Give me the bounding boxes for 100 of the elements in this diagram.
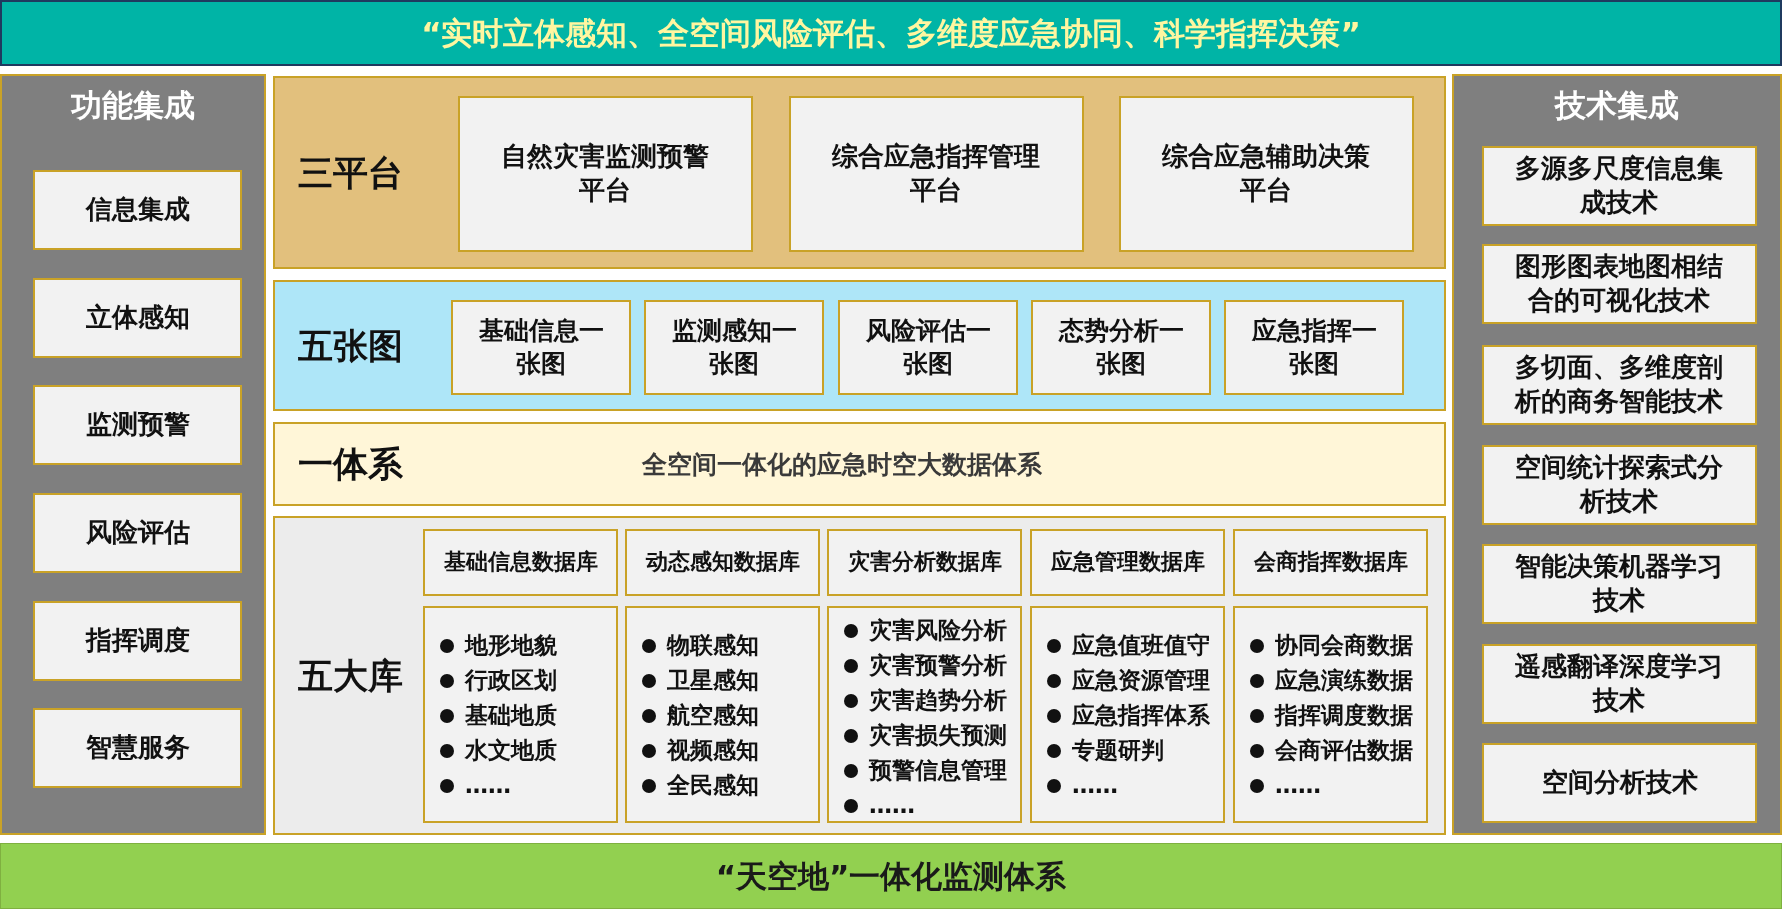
list-item: 水文地质: [439, 733, 557, 768]
list-box: [1030, 606, 1225, 823]
list-item: 地形地貌: [439, 628, 557, 663]
list-box: [1233, 606, 1428, 823]
box-label: 多源多尺度信息集成技术: [1514, 152, 1725, 219]
map-box: [1031, 300, 1211, 395]
panel-title: 技术集成: [1553, 86, 1680, 125]
box-label: 遥感翻译深度学习技术: [1514, 650, 1725, 717]
box-label: 应急指挥一张图: [1250, 315, 1378, 380]
item-box: [33, 493, 242, 573]
layer-band: [273, 422, 1446, 506]
box-label: 空间分析技术: [1541, 766, 1698, 800]
list-item: 协同会商数据: [1249, 628, 1413, 663]
slogan-banner: [0, 0, 1782, 66]
list-item: 灾害损失预测: [843, 718, 1007, 753]
item-box: [1482, 743, 1757, 823]
list-item: 指挥调度数据: [1249, 698, 1413, 733]
list-box: [625, 606, 820, 823]
item-box: [1482, 544, 1757, 624]
map-box: [838, 300, 1018, 395]
box-label: 动态感知数据库: [645, 548, 800, 577]
banner-text: “天空地”一体化监测体系: [715, 856, 1067, 896]
banner-text: “实时立体感知、全空间风险评估、多维度应急协同、科学指挥决策”: [421, 13, 1361, 53]
list-item: ……: [843, 788, 1007, 823]
list-item: 行政区划: [439, 663, 557, 698]
database-header: [827, 529, 1022, 596]
layer-label: 三平台: [298, 151, 403, 194]
box-label: 风险评估一张图: [864, 315, 992, 380]
item-box: [1482, 644, 1757, 724]
list-item: 视频感知: [641, 733, 759, 768]
layer-label: 一体系: [298, 442, 403, 486]
database-header: [1030, 529, 1225, 596]
box-label: 基础信息数据库: [443, 548, 598, 577]
list-item: 预警信息管理: [843, 753, 1007, 788]
box-label: 图形图表地图相结合的可视化技术: [1514, 250, 1725, 317]
list-item: ……: [439, 768, 557, 803]
map-box: [644, 300, 824, 395]
side-panel: [1452, 74, 1782, 835]
box-label: 立体感知: [85, 301, 190, 335]
side-panel: [0, 74, 266, 835]
list-item: ……: [1249, 768, 1413, 803]
list-item: 航空感知: [641, 698, 759, 733]
list-item: 应急资源管理: [1046, 663, 1210, 698]
item-box: [1482, 146, 1757, 226]
box-label: 信息集成: [85, 193, 190, 227]
layer-band: [273, 76, 1446, 269]
box-label: 态势分析一张图: [1057, 315, 1185, 380]
list-item: 卫星感知: [641, 663, 759, 698]
box-label: 空间统计探索式分析技术: [1514, 451, 1725, 518]
map-box: [451, 300, 631, 395]
box-label: 风险评估: [85, 516, 190, 550]
database-header: [625, 529, 820, 596]
platform-box: [1119, 96, 1414, 252]
map-box: [1224, 300, 1404, 395]
layer-label: 五大库: [298, 654, 403, 697]
item-box: [33, 170, 242, 250]
platform-box: [789, 96, 1084, 252]
box-label: 智慧服务: [85, 731, 190, 765]
item-box: [1482, 244, 1757, 324]
list-item: 应急值班值守: [1046, 628, 1210, 663]
box-label: 多切面、多维度剖析的商务智能技术: [1513, 351, 1725, 418]
list-item: 灾害风险分析: [843, 613, 1007, 648]
item-box: [1482, 445, 1757, 525]
box-label: 指挥调度: [85, 624, 190, 658]
item-box: [33, 601, 242, 681]
layer-band: [273, 516, 1446, 835]
box-label: 基础信息一张图: [477, 315, 605, 380]
item-box: [33, 708, 242, 788]
layer-description: 全空间一体化的应急时空大数据体系: [642, 448, 1042, 481]
panel-title: 功能集成: [70, 86, 196, 125]
item-box: [1482, 345, 1757, 425]
box-label: 会商指挥数据库: [1253, 548, 1408, 577]
layer-label: 五张图: [298, 324, 403, 367]
foundation-banner: [0, 843, 1782, 909]
box-label: 智能决策机器学习技术: [1514, 550, 1725, 617]
database-header: [1233, 529, 1428, 596]
platform-box: [458, 96, 753, 252]
list-item: 物联感知: [641, 628, 759, 663]
box-label: 灾害分析数据库: [847, 548, 1002, 577]
list-item: 全民感知: [641, 768, 759, 803]
box-label: 监测预警: [85, 408, 190, 442]
box-label: 综合应急指挥管理平台: [831, 140, 1042, 207]
list-item: 灾害预警分析: [843, 648, 1007, 683]
box-label: 综合应急辅助决策平台: [1161, 140, 1372, 207]
item-box: [33, 385, 242, 465]
list-item: ……: [1046, 768, 1210, 803]
list-item: 专题研判: [1046, 733, 1210, 768]
list-item: 基础地质: [439, 698, 557, 733]
list-item: 应急指挥体系: [1046, 698, 1210, 733]
list-item: 会商评估数据: [1249, 733, 1413, 768]
database-header: [423, 529, 618, 596]
list-item: 应急演练数据: [1249, 663, 1413, 698]
item-box: [33, 278, 242, 358]
list-item: 灾害趋势分析: [843, 683, 1007, 718]
box-label: 自然灾害监测预警平台: [500, 140, 711, 207]
box-label: 监测感知一张图: [670, 315, 798, 380]
list-box: [827, 606, 1022, 823]
layer-band: [273, 280, 1446, 411]
box-label: 应急管理数据库: [1050, 548, 1205, 577]
list-box: [423, 606, 618, 823]
